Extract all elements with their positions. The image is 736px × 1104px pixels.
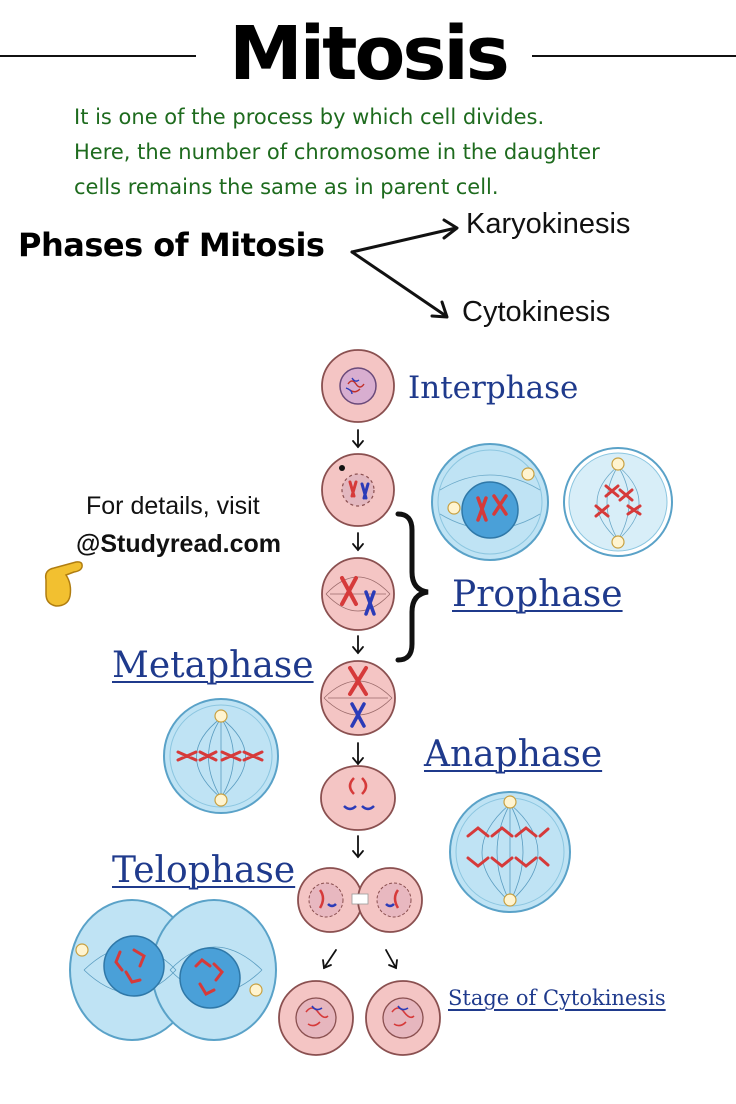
intro-line-3: cells remains the same as in parent cell… (74, 175, 499, 199)
intro-line-2: Here, the number of chromosome in the da… (74, 140, 600, 164)
pointing-hand-icon (44, 561, 83, 607)
intro-line-1: It is one of the process by which cell d… (74, 105, 545, 129)
arrow-to-cytokinesis (350, 250, 448, 318)
cytokinesis-label: Cytokinesis (462, 296, 611, 328)
telophase-pink-cell (297, 867, 423, 933)
interphase-label: Interphase (408, 370, 579, 406)
prophase-blue-cell-1 (431, 443, 549, 561)
daughter-cell-right (365, 980, 441, 1056)
late-prophase-cell (321, 557, 395, 631)
metaphase-pink-cell (320, 660, 396, 736)
title-rule-left (0, 55, 196, 57)
phases-heading: Phases of Mitosis (18, 226, 325, 264)
cytokinesis-stage-label: Stage of Cytokinesis (448, 986, 666, 1010)
early-prophase-cell (321, 453, 395, 527)
prophase-label: Prophase (452, 574, 623, 615)
branch-arrows (350, 218, 459, 319)
title-rule-right (532, 55, 736, 57)
prophase-brace (395, 511, 429, 663)
anaphase-blue-cell (449, 791, 571, 913)
flow-arrows (322, 429, 398, 970)
prophase-blue-cell-2 (563, 447, 673, 557)
anaphase-label: Anaphase (424, 734, 603, 775)
metaphase-blue-cell (163, 698, 279, 814)
page-title: Mitosis (229, 11, 510, 97)
daughter-cell-left (278, 980, 354, 1056)
interphase-cell (321, 349, 395, 423)
karyokinesis-label: Karyokinesis (466, 208, 631, 240)
metaphase-label: Metaphase (112, 645, 314, 686)
arrow-to-karyokinesis (350, 226, 458, 254)
intro-text: It is one of the process by which cell d… (74, 100, 694, 205)
promo-website-link[interactable]: @Studyread.com (76, 530, 281, 558)
telophase-label: Telophase (112, 850, 296, 891)
anaphase-pink-cell (320, 765, 396, 831)
promo-text: For details, visit (86, 492, 260, 520)
telophase-blue-cell (69, 899, 277, 1041)
